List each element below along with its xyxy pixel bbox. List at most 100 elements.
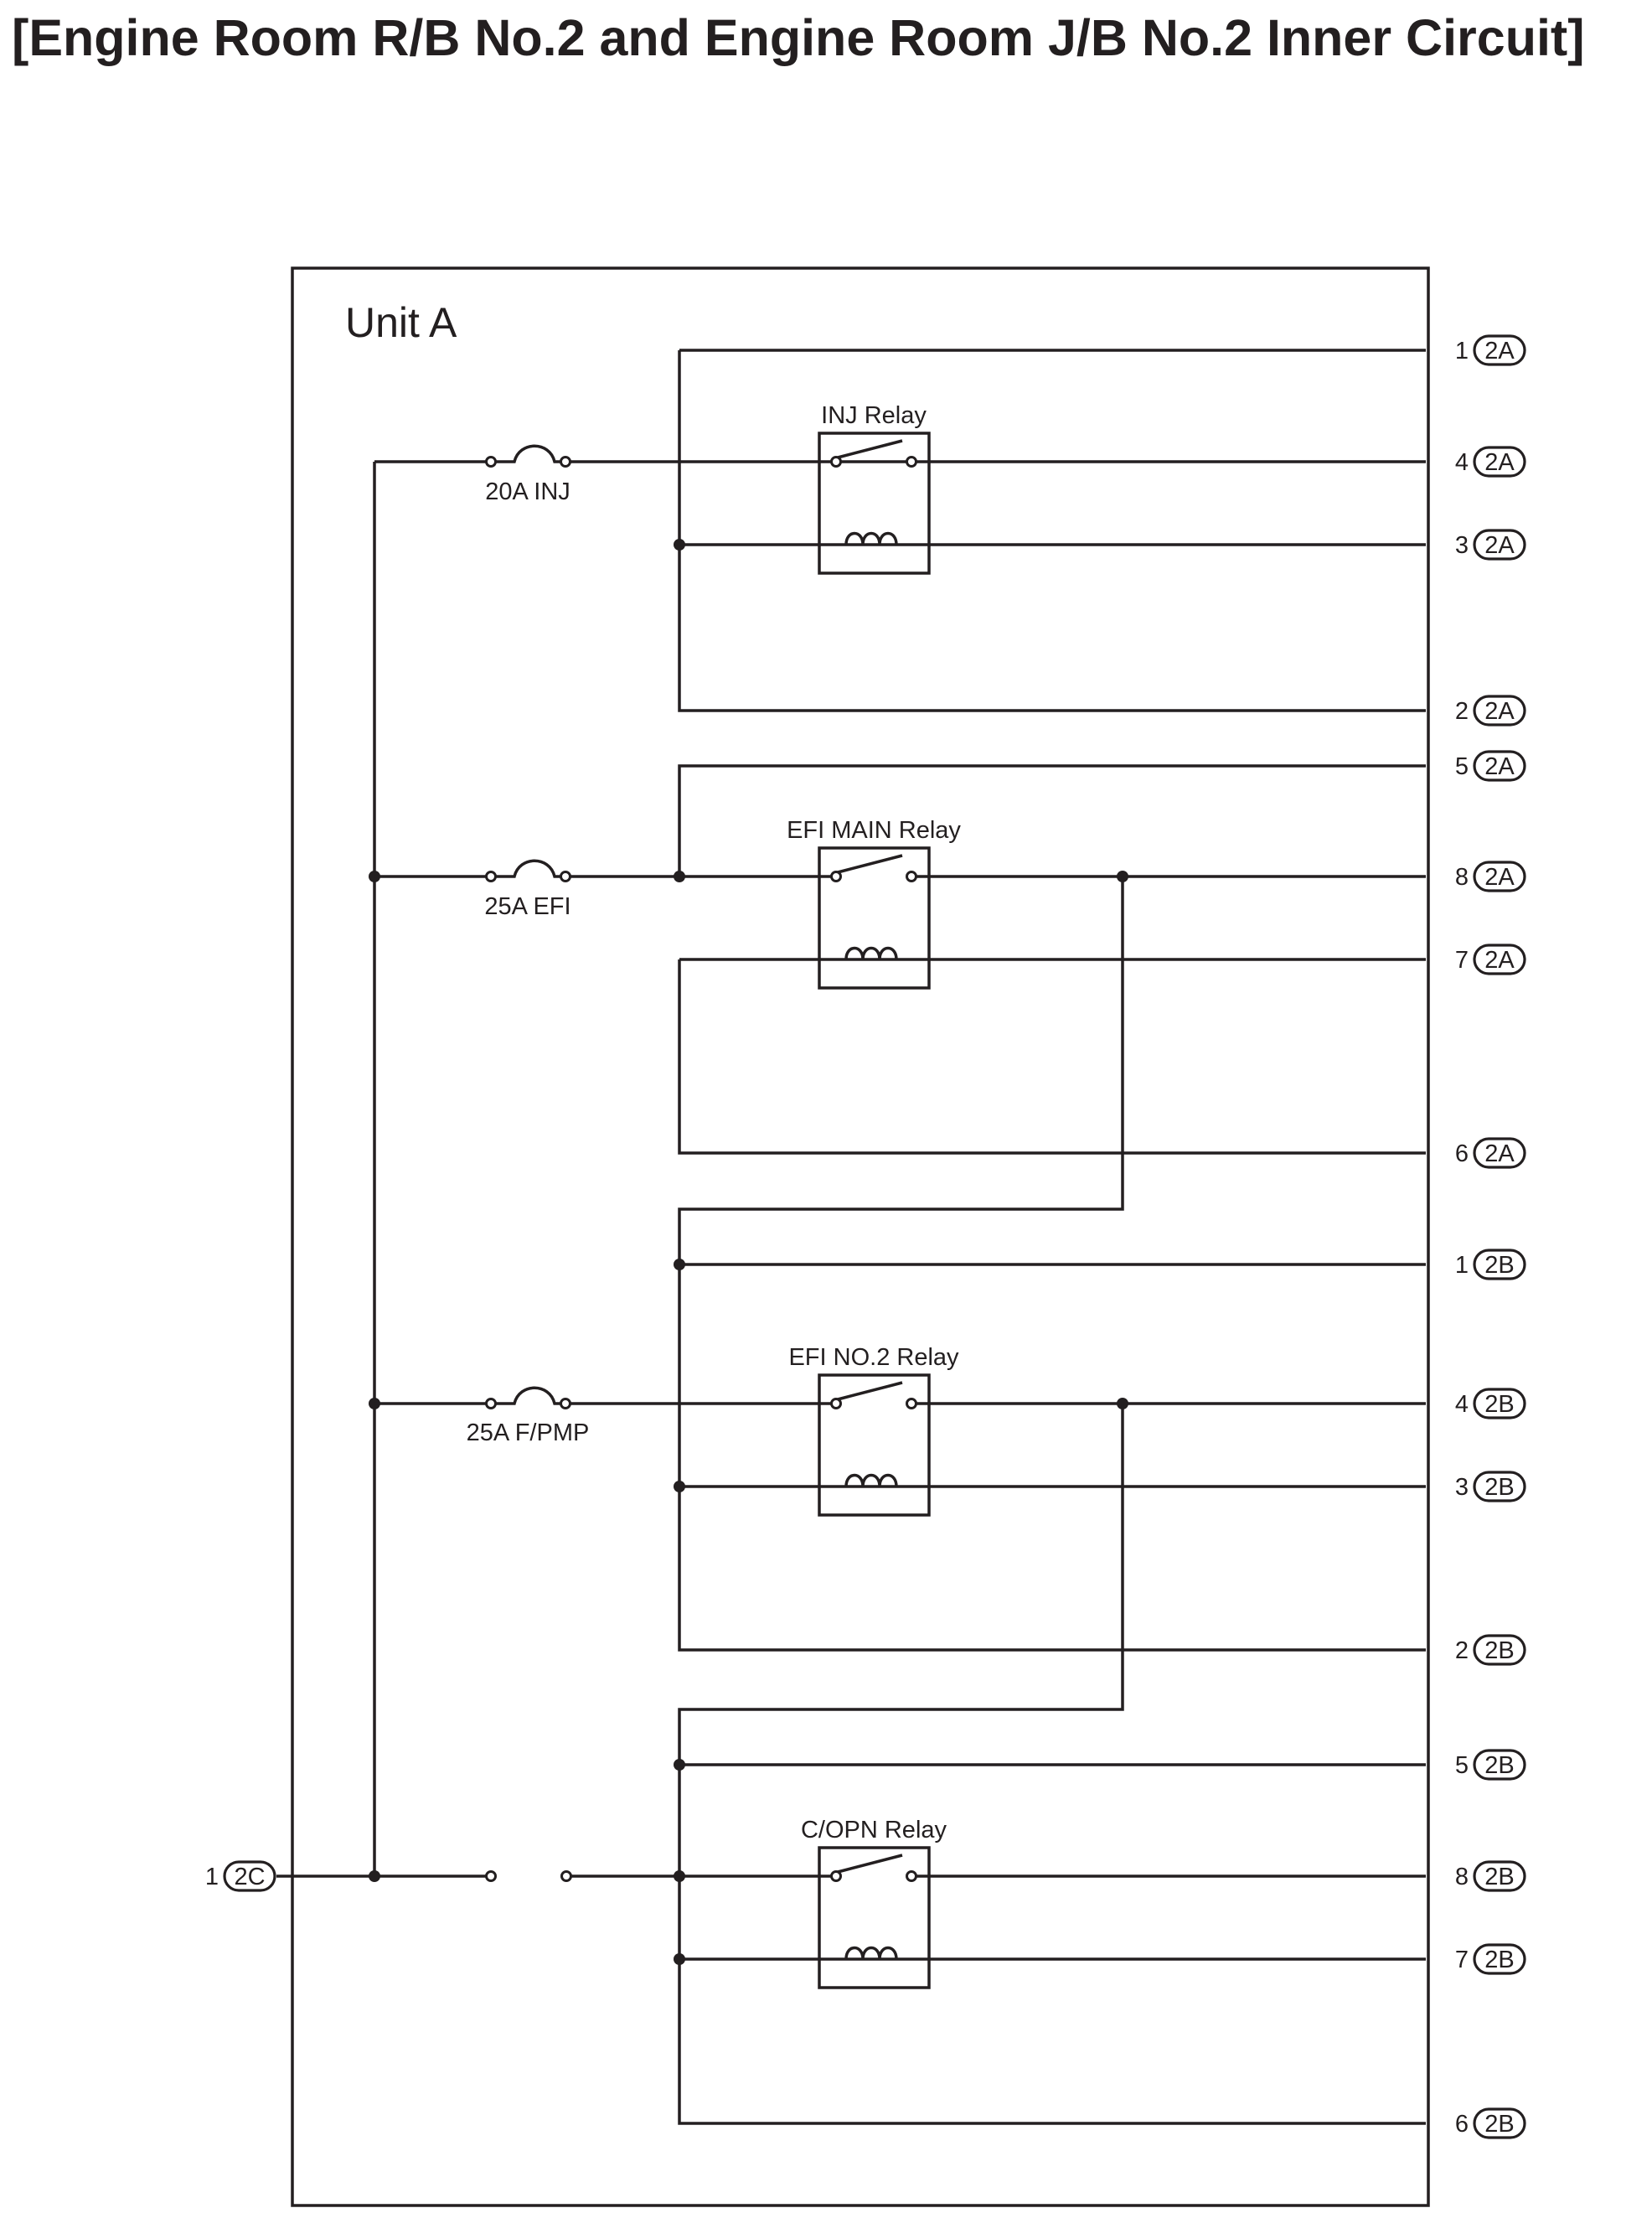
connector-badge: 2A [1473, 695, 1526, 727]
connector-label: 2B [1484, 1947, 1514, 1973]
connector-label: 2B [1484, 1637, 1514, 1664]
terminal-pin: 6 [1455, 2111, 1469, 2138]
diagram-title: [Engine Room R/B No.2 and Engine Room J/… [12, 9, 1585, 66]
terminal-pin: 5 [1455, 1752, 1469, 1779]
junction-dot [674, 1481, 685, 1492]
connector-badge: 2A [1473, 861, 1526, 892]
connector-label: 2A [1484, 449, 1515, 476]
connector-badge: 2B [1473, 2107, 1526, 2139]
unit-a-label: Unit A [345, 299, 457, 346]
relay-label: EFI NO.2 Relay [788, 1344, 959, 1371]
terminal-pin: 8 [1455, 1864, 1469, 1890]
connector-label: 2A [1484, 864, 1515, 891]
connector-badge: 2C [223, 1860, 276, 1892]
terminal: 3 2B [1455, 1471, 1526, 1502]
wire [678, 876, 1426, 1652]
connector-label: 2A [1484, 753, 1515, 780]
terminal: 2 2B [1455, 1634, 1526, 1666]
junction-dot [674, 871, 685, 882]
terminal-pin: 7 [1455, 947, 1469, 974]
terminal: 3 2A [1455, 529, 1526, 561]
efi-no2-relay [818, 1373, 931, 1517]
connector-label: 2A [1484, 338, 1515, 365]
connector-label: 2A [1484, 947, 1515, 974]
fuse-label: 25A EFI [484, 893, 570, 920]
wire [678, 764, 1426, 876]
terminal: 1 2A [1455, 334, 1526, 366]
junction-dot [674, 1259, 685, 1270]
junction-dot [674, 1870, 685, 1882]
terminal: 6 2B [1455, 2107, 1526, 2139]
terminal: 8 2B [1455, 1860, 1526, 1892]
connector-label: 2A [1484, 1140, 1515, 1167]
connector-label: 2B [1484, 1391, 1514, 1418]
connector-label: 2B [1484, 1752, 1514, 1779]
connector-badge: 2B [1473, 1471, 1526, 1502]
relay-label: INJ Relay [821, 402, 927, 429]
terminal-pin: 3 [1455, 532, 1469, 559]
connector-label: 2A [1484, 532, 1515, 559]
junction-dot [369, 1870, 380, 1882]
fuse-label: 25A F/PMP [467, 1419, 590, 1446]
terminal: 7 2A [1455, 944, 1526, 975]
wire [678, 1404, 1426, 2125]
terminal: 5 2A [1455, 750, 1526, 782]
connector-label: 2A [1484, 698, 1515, 725]
connector-badge: 2B [1473, 1388, 1526, 1419]
unit-a-box [291, 266, 1430, 2207]
fuse-25a-efi [485, 859, 571, 882]
wire [678, 959, 1426, 1155]
junction-dot [674, 1953, 685, 1965]
connector-badge: 2B [1473, 1749, 1526, 1781]
efi-main-relay [818, 846, 931, 990]
fuse-20a-inj [485, 444, 571, 468]
input-terminal-1-2c: 1 2C [205, 1860, 276, 1892]
connector-badge: 2A [1473, 446, 1526, 478]
connector-badge: 2B [1473, 1860, 1526, 1892]
connector-label: 2B [1484, 1864, 1514, 1890]
terminal: 4 2A [1455, 446, 1526, 478]
terminal-pin: 5 [1455, 753, 1469, 780]
relay-label: EFI MAIN Relay [787, 817, 961, 844]
terminal: 4 2B [1455, 1388, 1526, 1419]
fuse-25a-fpmp [485, 1386, 571, 1409]
terminal-pin: 2 [1455, 1637, 1469, 1664]
terminal-pin: 2 [1455, 698, 1469, 725]
connector-badge: 2B [1473, 1943, 1526, 1975]
open-contact [560, 1870, 572, 1882]
connector-label: 2C [234, 1864, 265, 1890]
terminal-pin: 4 [1455, 449, 1469, 476]
terminal-pin: 1 [205, 1864, 219, 1890]
connector-badge: 2A [1473, 334, 1526, 366]
terminal: 1 2B [1455, 1249, 1526, 1280]
inj-relay [818, 432, 931, 575]
connector-badge: 2A [1473, 750, 1526, 782]
connector-badge: 2A [1473, 1137, 1526, 1169]
terminal: 7 2B [1455, 1943, 1526, 1975]
connector-badge: 2A [1473, 529, 1526, 561]
terminal: 5 2B [1455, 1749, 1526, 1781]
terminal: 2 2A [1455, 695, 1526, 727]
terminal-pin: 1 [1455, 1252, 1469, 1279]
terminal-pin: 3 [1455, 1474, 1469, 1501]
relay-label: C/OPN Relay [801, 1817, 947, 1843]
terminal-pin: 1 [1455, 338, 1469, 365]
wire [678, 350, 1426, 712]
open-contact [485, 1870, 497, 1882]
terminal-pin: 6 [1455, 1140, 1469, 1167]
connector-badge: 2B [1473, 1249, 1526, 1280]
terminal: 6 2A [1455, 1137, 1526, 1169]
terminal-pin: 7 [1455, 1947, 1469, 1973]
junction-dot [674, 539, 685, 551]
connector-label: 2B [1484, 1252, 1514, 1279]
connector-label: 2B [1484, 2111, 1514, 2138]
connector-badge: 2A [1473, 944, 1526, 975]
terminal-pin: 4 [1455, 1391, 1469, 1418]
terminal-pin: 8 [1455, 864, 1469, 891]
fuse-label: 20A INJ [485, 478, 570, 505]
connector-label: 2B [1484, 1474, 1514, 1501]
c-opn-relay [818, 1846, 931, 1989]
terminal: 8 2A [1455, 861, 1526, 892]
connector-badge: 2B [1473, 1634, 1526, 1666]
